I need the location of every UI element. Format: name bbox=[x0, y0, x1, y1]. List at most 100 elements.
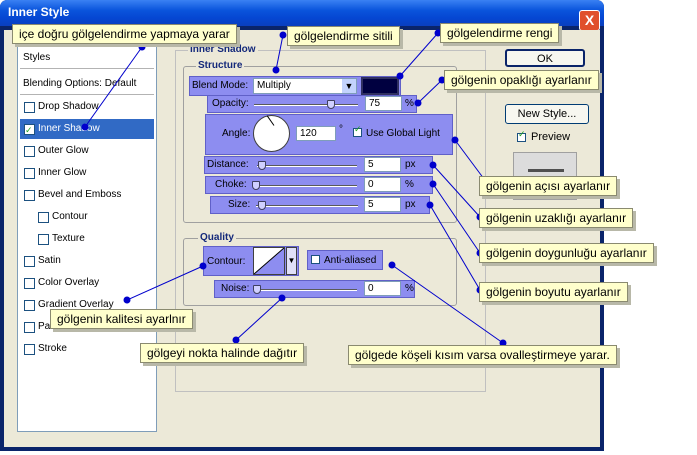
distance-input[interactable]: 5 bbox=[364, 157, 401, 172]
blending-options-label: Blending Options: Default bbox=[23, 78, 137, 89]
structure-title: Structure bbox=[196, 60, 245, 71]
preview-checkbox[interactable] bbox=[517, 129, 526, 142]
noise-input[interactable]: 0 bbox=[364, 281, 401, 296]
distance-slider[interactable] bbox=[257, 165, 357, 167]
noise-slider[interactable] bbox=[253, 289, 357, 291]
use-global-light-label: Use Global Light bbox=[366, 128, 440, 139]
distance-unit: px bbox=[405, 159, 416, 170]
style-item[interactable]: Contour bbox=[20, 207, 154, 227]
callout-choke: gölgenin doygunluğu ayarlanır bbox=[479, 243, 654, 263]
callout-distance: gölgenin uzaklığı ayarlanır bbox=[479, 208, 634, 228]
new-style-button[interactable]: New Style... bbox=[505, 104, 589, 124]
callout-anti-aliased: gölgede köşeli kısım varsa ovalleştirmey… bbox=[348, 345, 617, 365]
styles-header-label: Styles bbox=[23, 52, 51, 63]
style-item-label: Stroke bbox=[38, 343, 67, 354]
preview-shadow-mark bbox=[528, 169, 564, 172]
callout-inner-shadow: içe doğru gölgelendirme yapmaya yarar bbox=[12, 24, 237, 44]
callout-angle: gölgenin açısı ayarlanır bbox=[479, 176, 618, 196]
choke-unit: % bbox=[405, 179, 414, 190]
anti-aliased-checkbox[interactable] bbox=[311, 255, 320, 264]
style-item[interactable]: Bevel and Emboss bbox=[20, 185, 154, 205]
choke-input[interactable]: 0 bbox=[364, 177, 401, 192]
blending-options[interactable]: Blending Options: Default bbox=[20, 74, 154, 95]
callout-contour: gölgenin kalitesi ayarlnır bbox=[50, 309, 193, 329]
size-slider-thumb[interactable] bbox=[258, 201, 266, 210]
callout-blend-mode: gölgelendirme sitili bbox=[287, 26, 400, 46]
style-item[interactable]: Stroke bbox=[20, 339, 154, 359]
style-item[interactable]: Outer Glow bbox=[20, 141, 154, 161]
angle-unit: ° bbox=[339, 124, 343, 135]
size-label: Size: bbox=[228, 199, 251, 210]
size-input[interactable]: 5 bbox=[364, 197, 401, 212]
style-item-label: Outer Glow bbox=[38, 145, 89, 156]
contour-dropdown-icon[interactable]: ▼ bbox=[286, 247, 297, 275]
window-title: Inner Style bbox=[8, 5, 70, 19]
style-item-checkbox[interactable] bbox=[24, 256, 35, 267]
use-global-light-checkbox[interactable] bbox=[353, 124, 362, 137]
blend-mode-value: Multiply bbox=[257, 80, 291, 91]
distance-slider-thumb[interactable] bbox=[258, 161, 266, 170]
style-item-checkbox[interactable] bbox=[38, 234, 49, 245]
style-item-label: Contour bbox=[52, 211, 88, 222]
style-item-checkbox[interactable] bbox=[24, 322, 35, 333]
style-item-checkbox[interactable] bbox=[24, 300, 35, 311]
style-item[interactable]: Color Overlay bbox=[20, 273, 154, 293]
choke-slider-thumb[interactable] bbox=[252, 181, 260, 190]
style-item-label: Drop Shadow bbox=[38, 101, 99, 112]
style-item[interactable]: Gradient Overlay bbox=[20, 295, 154, 315]
blend-mode-select[interactable]: Multiply ▼ bbox=[253, 78, 357, 94]
style-item-label: Gradient Overlay bbox=[38, 299, 114, 310]
size-slider[interactable] bbox=[256, 205, 358, 207]
opacity-label: Opacity: bbox=[212, 98, 249, 109]
style-item-checkbox[interactable] bbox=[24, 102, 35, 113]
choke-slider[interactable] bbox=[253, 185, 357, 187]
style-item-label: Satin bbox=[38, 255, 61, 266]
style-item-label: Texture bbox=[52, 233, 85, 244]
noise-unit: % bbox=[405, 283, 414, 294]
style-item-label: Color Overlay bbox=[38, 277, 100, 288]
opacity-unit: % bbox=[405, 98, 414, 109]
style-item-label: Bevel and Emboss bbox=[38, 189, 122, 200]
style-item-checkbox[interactable] bbox=[38, 212, 49, 223]
opacity-slider[interactable] bbox=[254, 104, 358, 106]
style-item-checkbox[interactable] bbox=[24, 120, 35, 140]
ok-button[interactable]: OK bbox=[505, 49, 585, 67]
inner-shadow-title: Inner Shadow bbox=[188, 44, 258, 55]
quality-group bbox=[183, 238, 457, 306]
contour-curve-icon bbox=[253, 247, 285, 275]
callout-noise: gölgeyi nokta halinde dağıtır bbox=[140, 343, 305, 363]
noise-label: Noise: bbox=[221, 283, 250, 294]
style-item-checkbox[interactable] bbox=[24, 168, 35, 179]
opacity-input[interactable]: 75 bbox=[365, 96, 402, 111]
size-unit: px bbox=[405, 199, 416, 210]
angle-dial[interactable] bbox=[253, 115, 290, 152]
structure-group bbox=[183, 66, 457, 223]
anti-aliased-row bbox=[307, 250, 383, 270]
style-item[interactable]: Drop Shadow bbox=[20, 97, 154, 117]
choke-label: Choke: bbox=[215, 179, 247, 190]
opacity-slider-thumb[interactable] bbox=[327, 100, 335, 109]
distance-label: Distance: bbox=[207, 159, 249, 170]
style-item[interactable]: Texture bbox=[20, 229, 154, 249]
style-item-label: Inner Shadow bbox=[38, 123, 100, 134]
style-item[interactable]: Satin bbox=[20, 251, 154, 271]
shadow-color-swatch[interactable] bbox=[361, 77, 399, 95]
angle-input[interactable]: 120 bbox=[296, 126, 336, 141]
title-bar[interactable]: Inner Style bbox=[0, 0, 604, 26]
styles-header[interactable]: Styles bbox=[20, 48, 154, 69]
contour-preview[interactable] bbox=[253, 247, 285, 275]
style-item[interactable]: Inner Glow bbox=[20, 163, 154, 183]
anti-aliased-label: Anti-aliased bbox=[324, 255, 377, 266]
contour-label: Contour: bbox=[207, 256, 246, 267]
callout-opacity: gölgenin opaklığı ayarlanır bbox=[444, 70, 599, 90]
chevron-down-icon[interactable]: ▼ bbox=[342, 79, 356, 93]
style-item-checkbox[interactable] bbox=[24, 190, 35, 201]
style-item-checkbox[interactable] bbox=[24, 278, 35, 289]
blend-mode-label: Blend Mode: bbox=[192, 80, 249, 91]
preview-label: Preview bbox=[531, 131, 571, 143]
noise-slider-thumb[interactable] bbox=[253, 285, 261, 294]
style-item-checkbox[interactable] bbox=[24, 146, 35, 157]
callout-color: gölgelendirme rengi bbox=[440, 23, 560, 43]
style-item-checkbox[interactable] bbox=[24, 344, 35, 355]
